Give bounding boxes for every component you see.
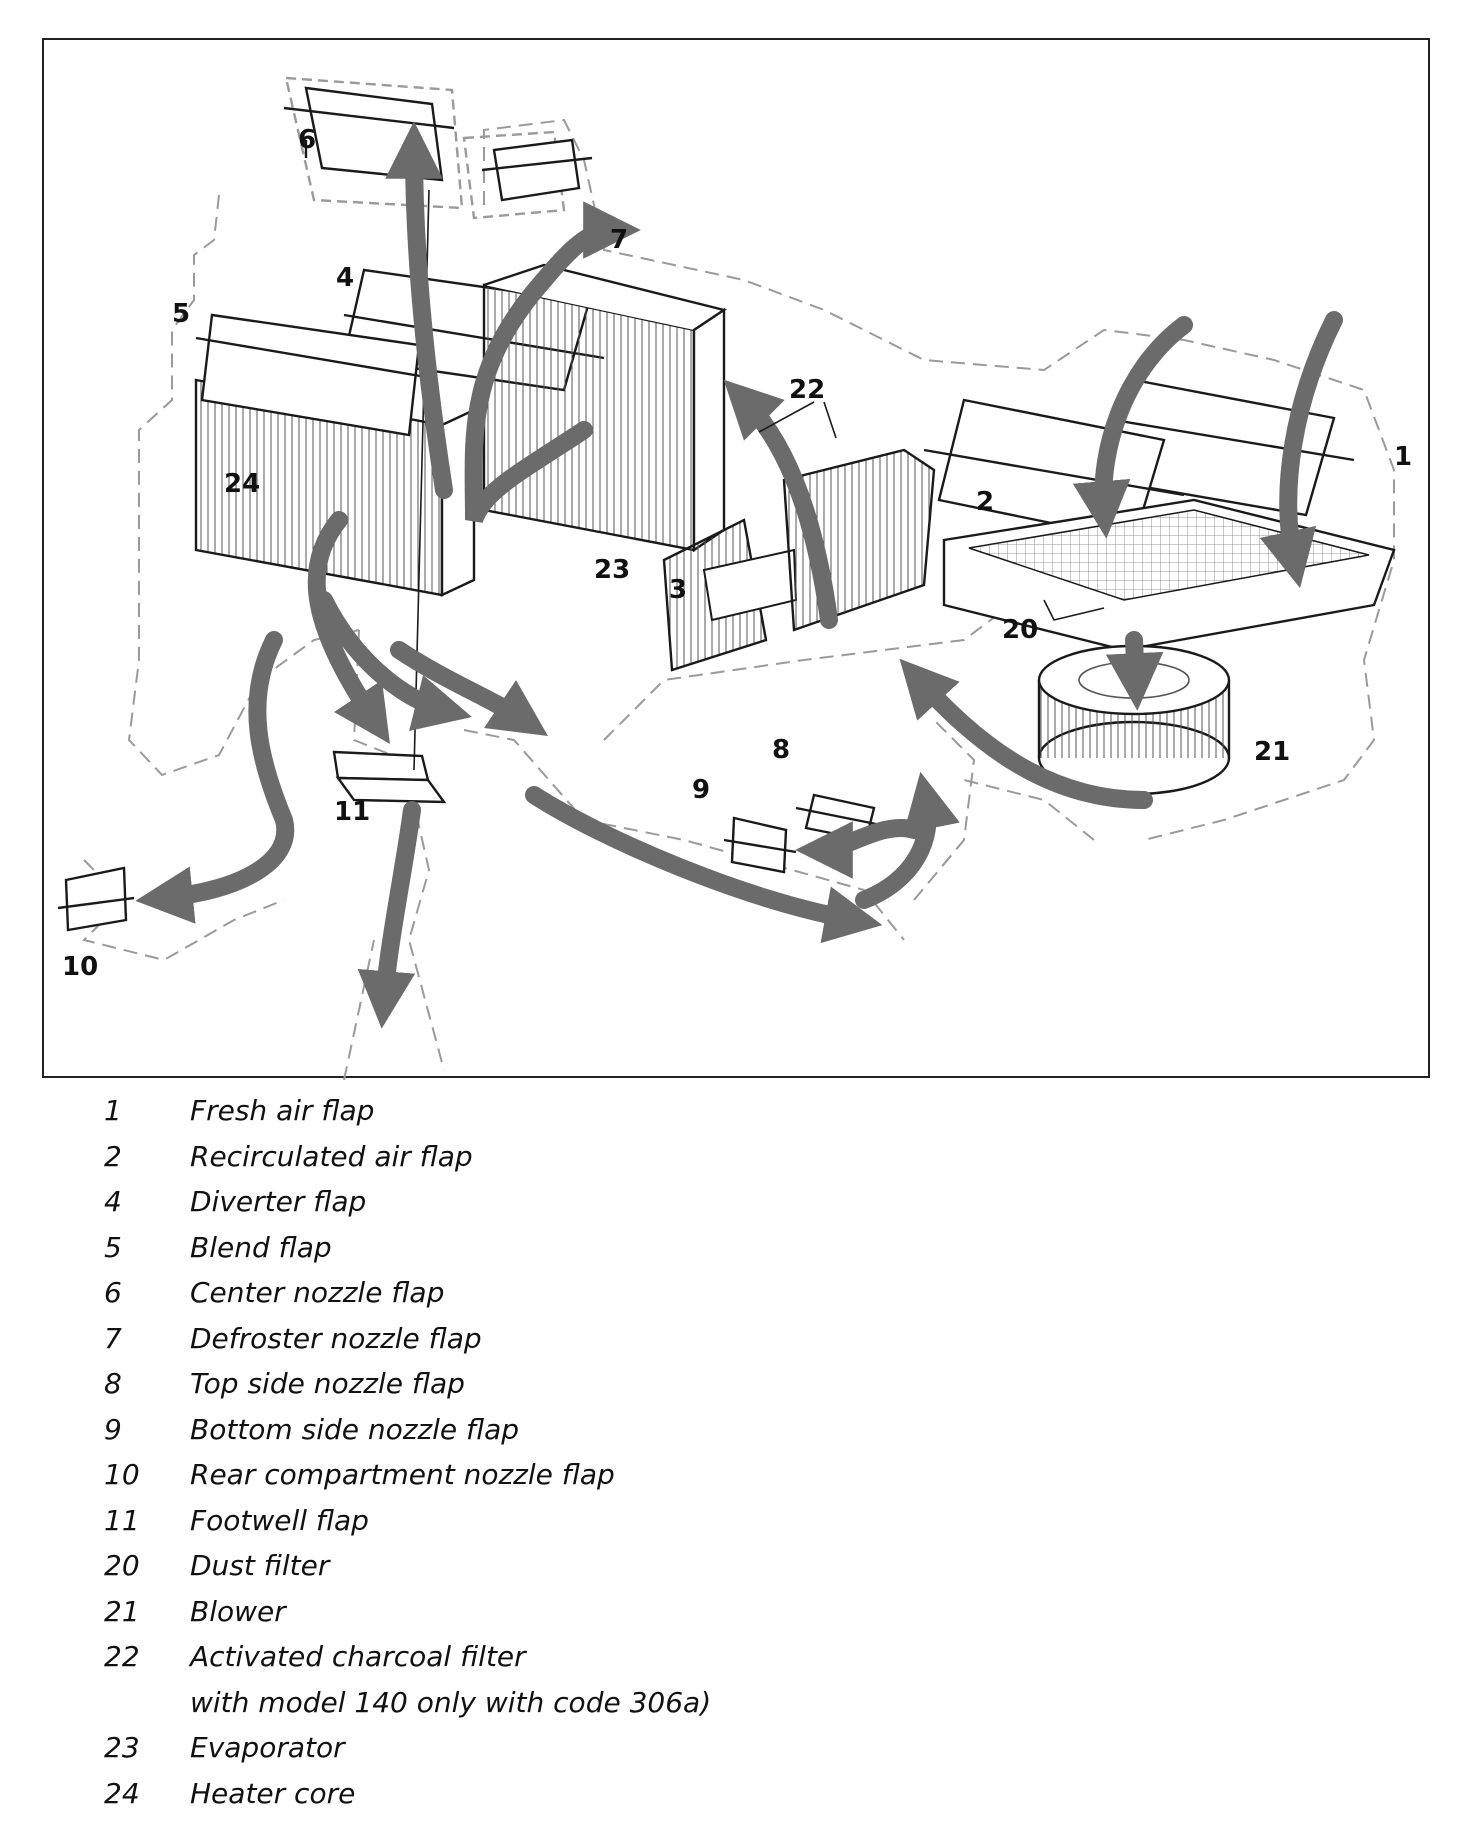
legend-number: 6 [104,1276,122,1309]
airflow-arrow [357,801,421,1029]
activated-charcoal-filter-left [662,518,798,672]
legend-label: Recirculated air flap [190,1139,473,1173]
legend-number: 1 [104,1094,122,1127]
legend-number: 8 [104,1367,122,1400]
callout-9: 9 [692,775,710,805]
airflow-arrow [135,631,295,924]
callout-24: 24 [224,469,260,499]
callout-21: 21 [1254,737,1290,767]
legend-label: Blower [190,1594,286,1628]
legend-number: 2 [104,1139,122,1173]
legend-label: Fresh air flap [190,1094,375,1127]
bottom-side-nozzle-flap [723,816,797,874]
legend-label: Bottom side nozzle flap [190,1412,520,1446]
defroster-nozzle-flap [462,130,593,220]
footwell-flap [332,750,447,804]
legend-label: Activated charcoal filter [190,1640,526,1673]
airflow-arrow [1072,316,1193,539]
legend-item: 6 Center nozzle flap [104,1270,1304,1316]
legend-item: 11 Footwell flap [104,1498,1304,1544]
legend-item: 23 Evaporator [104,1725,1304,1771]
legend-item: 7 Defroster nozzle flap [104,1316,1304,1362]
legend-number: 5 [104,1230,122,1264]
legend-label: Defroster nozzle flap [190,1321,482,1355]
legend-label: Top side nozzle flap [190,1367,465,1400]
callout-10: 10 [62,952,98,982]
legend-label: Rear compartment nozzle flap [190,1458,615,1491]
legend-number: 23 [104,1731,140,1764]
airflow-arrow [899,658,1153,809]
legend-label: Diverter flap [190,1185,367,1218]
callout-7: 7 [610,225,628,255]
legend-item: 24 Heater core [104,1771,1304,1817]
legend-number: 11 [104,1503,140,1537]
legend-item: 5 Blend flap [104,1225,1304,1271]
legend-item: 9 Bottom side nozzle flap [104,1407,1304,1453]
airflow-arrow [464,201,641,524]
legend-item: 20 Dust filter [104,1543,1304,1589]
airflow-arrow [1105,631,1164,711]
blend-flap [195,313,433,437]
legend-item: 1 Fresh air flap [104,1088,1304,1134]
airflow-arrow [795,819,923,879]
callout-4: 4 [336,263,354,293]
airflow-arrow [390,641,548,736]
legend-label: Heater core [190,1776,356,1810]
airflow-arrows [135,121,1343,1029]
airflow-arrow [855,771,960,909]
airflow-arrow [525,786,883,944]
legend-item: with model 140 only with code 306a) [104,1680,1304,1726]
callout-20: 20 [1002,615,1038,645]
legend: 1 Fresh air flap 2 Recirculated air flap… [104,1088,1304,1816]
legend-item: 2 Recirculated air flap [104,1134,1304,1180]
legend-item: 21 Blower [104,1589,1304,1635]
diagram-canvas: 6 7 4 5 24 22 23 3 1 2 20 21 8 9 11 10 [57,76,1412,1080]
legend-label: Evaporator [190,1731,345,1764]
legend-number: 10 [104,1458,140,1491]
callout-23: 23 [594,555,630,585]
legend-number: 21 [104,1594,140,1628]
legend-number: 4 [104,1185,122,1218]
fresh-air-flap [1102,378,1355,517]
callout-5: 5 [172,299,190,329]
callout-8: 8 [772,735,790,765]
callout-11: 11 [334,797,370,827]
legend-label: Blend flap [190,1230,332,1264]
callout-22: 22 [789,375,825,405]
legend-item: 4 Diverter flap [104,1179,1304,1225]
legend-label: Footwell flap [190,1503,369,1537]
callout-1: 1 [1394,442,1412,472]
rear-compartment-nozzle-flap [57,866,135,932]
legend-number: 24 [104,1776,140,1810]
legend-item: 22 Activated charcoal filter [104,1634,1304,1680]
airflow-arrow [385,121,453,499]
legend-number: 20 [104,1549,140,1582]
blower [1037,644,1231,796]
airflow-arrow [723,379,838,629]
legend-item: 8 Top side nozzle flap [104,1361,1304,1407]
legend-number: 7 [104,1321,122,1355]
leader-lines [758,401,1105,621]
callout-6: 6 [298,125,316,155]
callout-2: 2 [976,487,994,517]
legend-label: Dust filter [190,1549,330,1582]
legend-number: 9 [104,1412,122,1446]
airflow-arrow [315,591,472,731]
callout-3: 3 [669,575,687,605]
legend-item: 10 Rear compartment nozzle flap [104,1452,1304,1498]
legend-label: with model 140 only with code 306a) [190,1685,712,1719]
hvac-airflow-diagram: 6 7 4 5 24 22 23 3 1 2 20 21 8 9 11 10 [42,38,1430,1080]
airflow-arrow [1259,311,1343,589]
legend-label: Center nozzle flap [190,1276,445,1309]
legend-number: 22 [104,1640,140,1673]
